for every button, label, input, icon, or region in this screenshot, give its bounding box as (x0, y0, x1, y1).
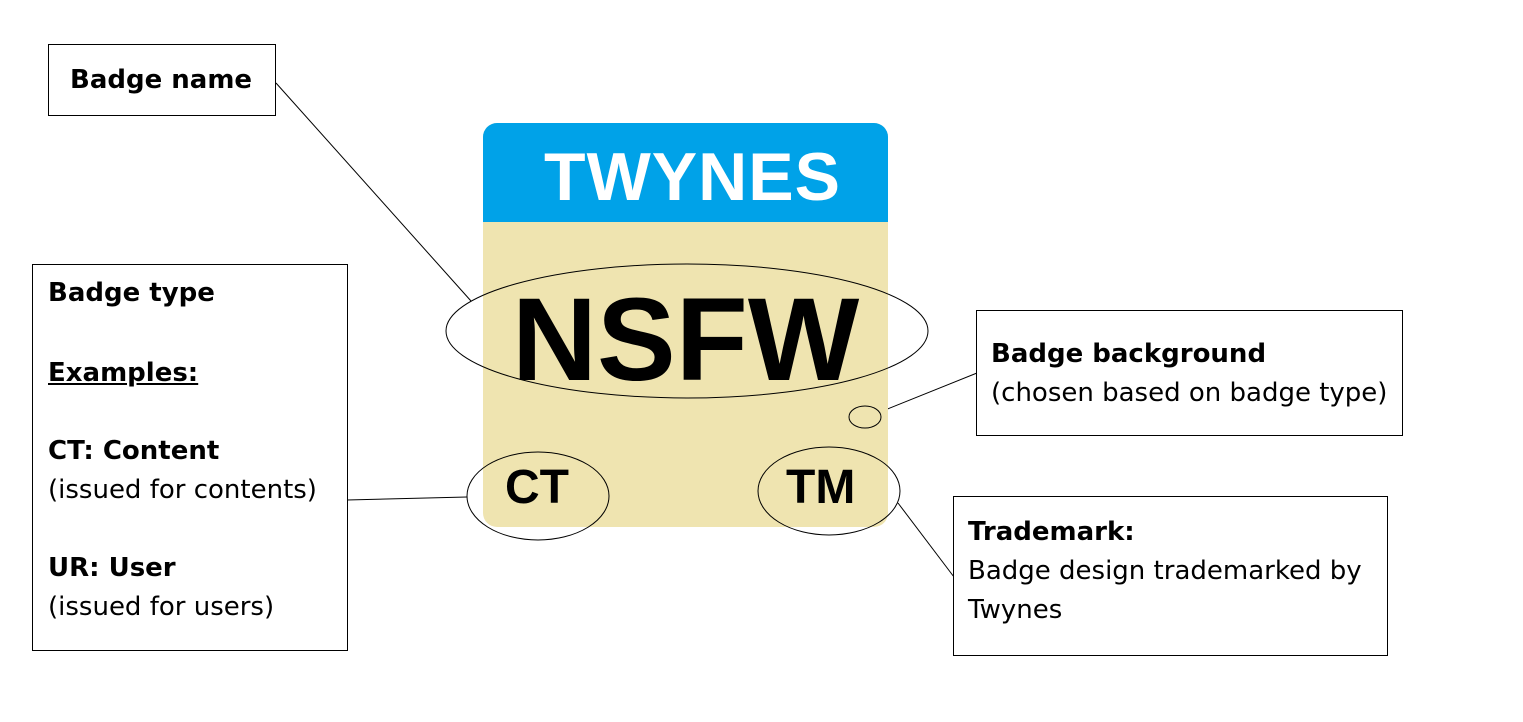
callout-ct-desc: (issued for contents) (48, 475, 317, 505)
ellipse-trademark (757, 446, 901, 536)
badge-type-code: CT (505, 461, 569, 514)
badge-header-text: TWYNES (544, 139, 841, 215)
callout-badge-type-title: Badge type (48, 278, 215, 308)
callout-trademark-line2: Twynes (968, 595, 1063, 625)
leader-badge-name (275, 82, 472, 302)
callout-badge-name: Badge name (48, 44, 276, 116)
badge-header: TWYNES (483, 123, 888, 222)
callout-background-desc: (chosen based on badge type) (991, 378, 1388, 408)
callout-examples-label: Examples: (48, 358, 199, 388)
callout-ur-title: UR: User (48, 553, 176, 583)
callout-ur-desc: (issued for users) (48, 592, 275, 622)
callout-badge-background: Badge background (chosen based on badge … (976, 310, 1403, 436)
badge: TWYNES NSFW CT TM (483, 123, 888, 527)
callout-background-title: Badge background (991, 339, 1267, 369)
ellipse-badge-background (848, 405, 882, 429)
badge-trademark-mark: TM (786, 461, 856, 514)
callout-trademark: Trademark: Badge design trademarked by T… (953, 496, 1388, 656)
leader-badge-type (346, 496, 468, 501)
ellipse-badge-type (466, 451, 610, 541)
callout-ct-title: CT: Content (48, 436, 220, 466)
badge-name-text: NSFW (511, 274, 860, 406)
callout-badge-type: Badge type Examples: CT: Content (issued… (32, 264, 348, 651)
leader-trademark (897, 502, 955, 578)
callout-trademark-line1: Badge design trademarked by (968, 556, 1362, 586)
ellipse-badge-name (445, 263, 929, 399)
callout-badge-name-title: Badge name (70, 65, 253, 95)
callout-trademark-title: Trademark: (968, 517, 1135, 547)
leader-badge-background (879, 372, 978, 413)
